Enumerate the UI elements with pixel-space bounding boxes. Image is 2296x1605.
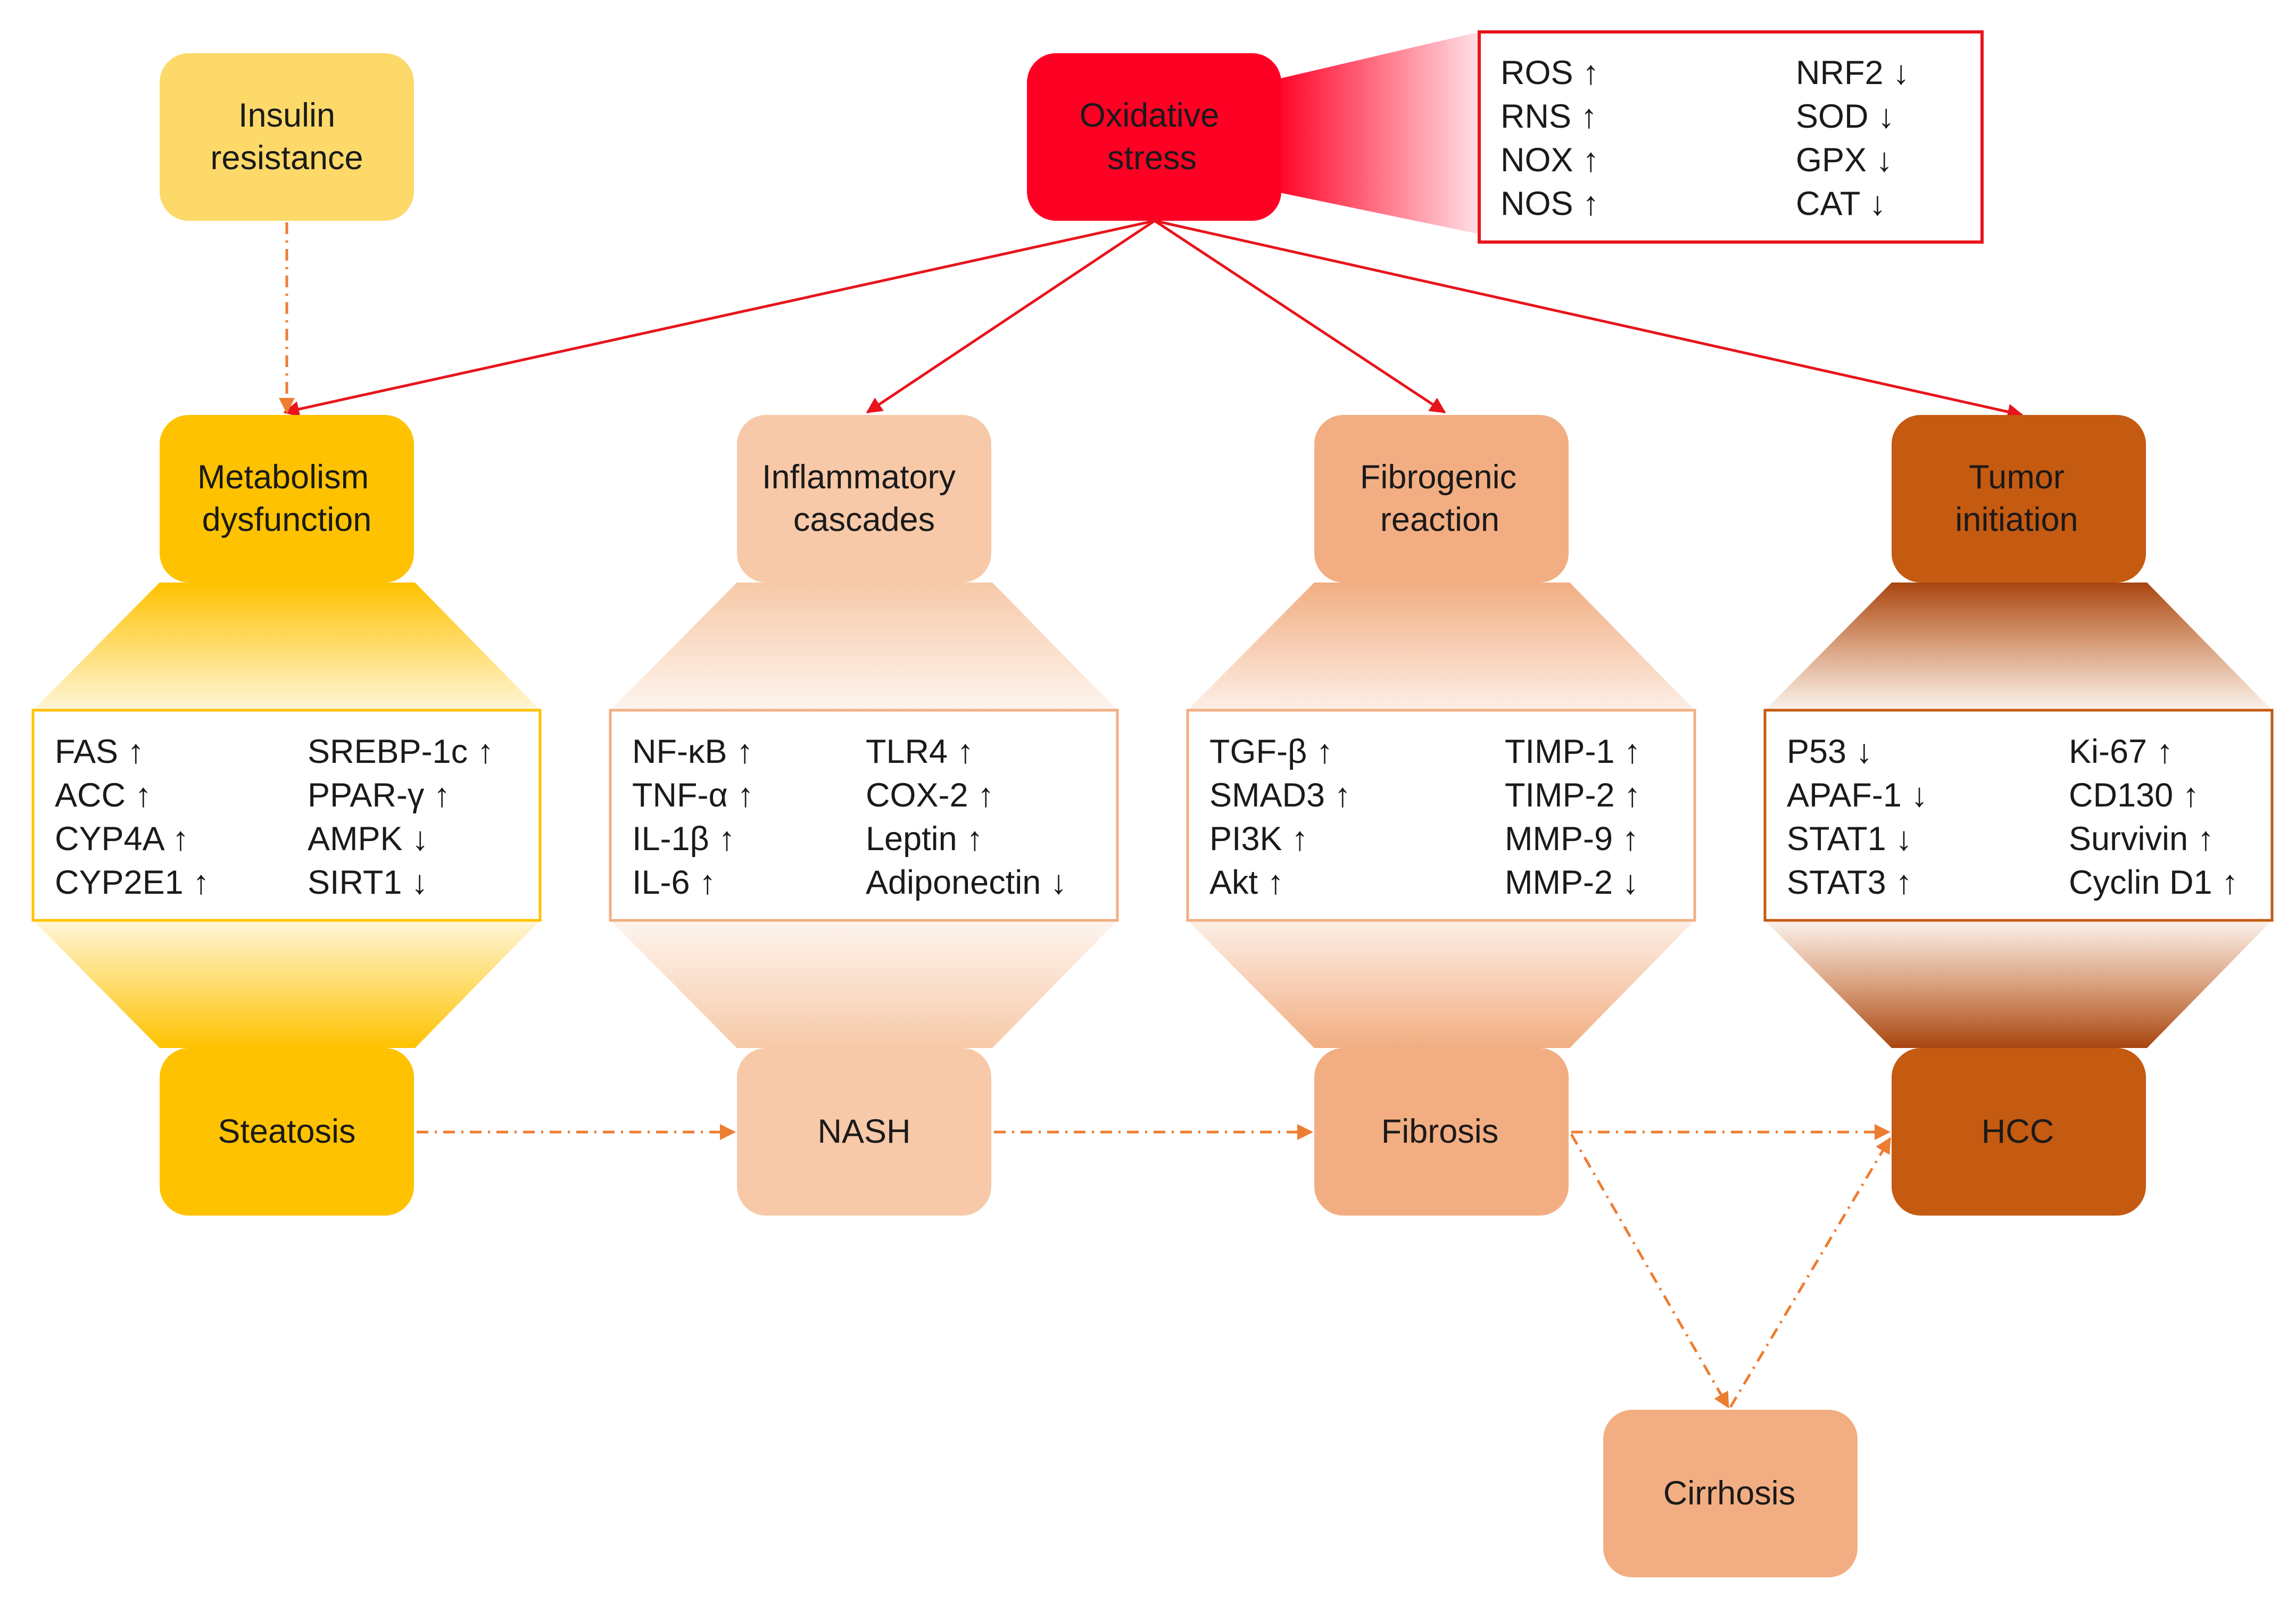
gene-item: P53 ↓ (1787, 733, 1872, 770)
gene-item: SREBP-1c ↑ (308, 733, 494, 770)
hcc-label: HCC (1982, 1113, 2054, 1150)
marker-item: NOX ↑ (1501, 142, 1599, 179)
marker-item: ROS ↑ (1501, 54, 1599, 92)
oxidative-markers-box: ROS ↑ RNS ↑ NOX ↑ NOS ↑ NRF2 ↓ SOD ↓ GPX… (1478, 30, 1984, 244)
gene-item: Ki-67 ↑ (2069, 733, 2173, 770)
oxidative-stress-node: Oxidative stress (1027, 53, 1281, 221)
gene-item: COX-2 ↑ (866, 777, 994, 814)
gene-item: SIRT1 ↓ (308, 864, 428, 901)
gene-item: STAT1 ↓ (1787, 820, 1912, 858)
gene-item: Survivin ↑ (2069, 820, 2214, 858)
gene-item: Leptin ↑ (866, 820, 983, 858)
cirrhosis-label: Cirrhosis (1663, 1475, 1796, 1512)
gene-item: ACC ↑ (55, 777, 152, 814)
tumor-funnels (1765, 583, 2272, 1048)
gene-item: FAS ↑ (55, 733, 144, 770)
gene-item: MMP-9 ↑ (1505, 820, 1639, 858)
gene-item: TLR4 ↑ (866, 733, 974, 770)
inflammatory-column: Inflammatory cascades NF-κB ↑ TNF-α ↑ IL… (609, 415, 1119, 1216)
tumor-title-line1: Tumor (1969, 459, 2065, 496)
gene-item: STAT3 ↑ (1787, 864, 1912, 901)
gene-item: APAF-1 ↓ (1787, 777, 1928, 814)
steatosis-label: Steatosis (218, 1113, 355, 1150)
gene-item: NF-κB ↑ (632, 733, 753, 770)
gene-item: PPAR-γ ↑ (308, 777, 450, 814)
cirrhosis-node: Cirrhosis (1603, 1410, 1858, 1577)
gene-item: IL-1β ↑ (632, 820, 735, 858)
marker-item: GPX ↓ (1796, 142, 1893, 179)
gene-item: Adiponectin ↓ (866, 864, 1067, 901)
insulin-resistance-node: Insulin resistance (160, 53, 414, 221)
marker-item: SOD ↓ (1796, 98, 1895, 135)
marker-item: NRF2 ↓ (1796, 54, 1910, 92)
gene-item: CYP4A ↑ (55, 820, 189, 858)
oxidative-label-line2: stress (1107, 139, 1197, 177)
gene-item: MMP-2 ↓ (1505, 864, 1639, 901)
metabolism-funnels (33, 583, 540, 1048)
gene-item: CD130 ↑ (2069, 777, 2199, 814)
fibrogenic-title-line2: reaction (1380, 501, 1499, 538)
insulin-label-line1: Insulin (238, 97, 335, 134)
marker-item: CAT ↓ (1796, 185, 1886, 222)
gene-item: Cyclin D1 ↑ (2069, 864, 2239, 901)
oxidative-funnel (1274, 32, 1479, 234)
gene-item: Akt ↑ (1209, 864, 1284, 901)
fibrogenic-title-line1: Fibrogenic (1360, 459, 1516, 496)
tumor-column: Tumor initiation P53 ↓ APAF-1 ↓ STAT1 ↓ … (1763, 415, 2274, 1216)
gene-item: TGF-β ↑ (1209, 733, 1333, 770)
oxidative-label-line1: Oxidative (1080, 97, 1220, 134)
tumor-title-line2: initiation (1955, 501, 2078, 538)
gene-item: AMPK ↓ (308, 820, 429, 858)
marker-item: NOS ↑ (1501, 185, 1599, 222)
gene-item: TIMP-1 ↑ (1505, 733, 1641, 770)
progression-arrows (417, 1124, 1892, 1409)
gene-item: PI3K ↑ (1209, 820, 1308, 858)
insulin-label-line2: resistance (210, 139, 363, 177)
marker-item: RNS ↑ (1501, 98, 1597, 135)
inflammatory-title-line2: cascades (793, 501, 935, 538)
fibrogenic-funnels (1188, 583, 1695, 1048)
gene-item: TNF-α ↑ (632, 777, 754, 814)
metabolism-title-line2: dysfunction (202, 501, 372, 538)
inflammatory-funnels (610, 583, 1117, 1048)
gene-item: TIMP-2 ↑ (1505, 777, 1641, 814)
gene-item: IL-6 ↑ (632, 864, 716, 901)
metabolism-column: Metabolism dysfunction FAS ↑ ACC ↑ CYP4A… (31, 415, 542, 1216)
nash-label: NASH (817, 1113, 910, 1150)
metabolism-title-line1: Metabolism (197, 459, 369, 496)
inflammatory-title-line1: Inflammatory (762, 459, 956, 496)
gene-item: SMAD3 ↑ (1209, 777, 1351, 814)
fibrogenic-column: Fibrogenic reaction TGF-β ↑ SMAD3 ↑ PI3K… (1186, 415, 1696, 1216)
gene-item: CYP2E1 ↑ (55, 864, 210, 901)
oxidative-arrows (283, 219, 2024, 420)
fibrosis-label: Fibrosis (1381, 1113, 1499, 1150)
